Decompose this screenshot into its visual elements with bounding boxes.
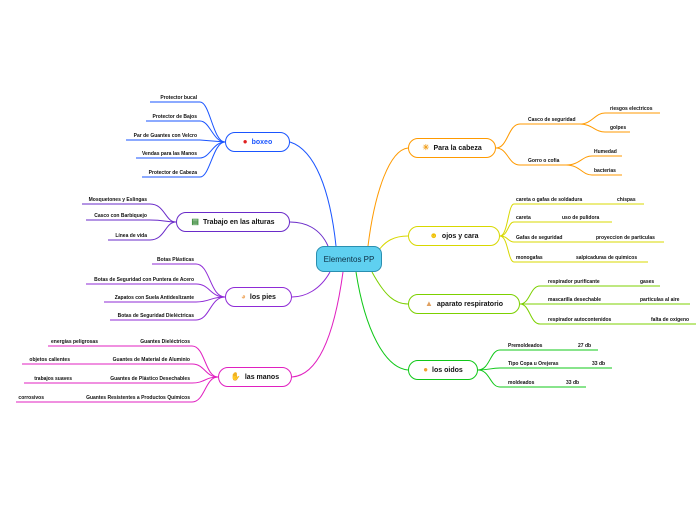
ojos-item[interactable]: careta o gafas de soldadura [516,197,583,203]
manos-item[interactable]: Guantes Resistentes a Productos Químicos [86,395,190,401]
aparato-item[interactable]: mascarilla desechable [548,297,602,303]
aparato-item-note[interactable]: gases [640,279,655,285]
manos-item[interactable]: Guantes de Plástico Desechables [110,376,190,382]
oidos-item-note[interactable]: 27 db [578,343,592,349]
manos-item-note[interactable]: energías peligrosas [51,339,98,345]
topic-boxeo-label: boxeo [251,138,273,146]
ojos-item-note[interactable]: proyeccion de particulas [596,235,655,241]
pies-item[interactable]: Zapatos con Suela Antideslizante [114,295,194,301]
aparato-item[interactable]: respirador purificante [548,279,600,285]
cabeza-sub[interactable]: bacterias [594,168,616,174]
topic-ojos[interactable]: ☻ ojos y cara [408,226,500,246]
boxeo-item[interactable]: Protector de Cabeza [148,170,197,176]
topic-pies[interactable]: ◕ los pies [225,287,292,307]
pies-item[interactable]: Botas Plásticas [157,257,194,263]
manos-item-note[interactable]: trabajos suaves [34,376,72,382]
aparato-item-note[interactable]: falta de oxigeno [651,317,690,323]
pies-item[interactable]: Botas de Seguridad con Puntera de Acero [94,277,194,283]
head-icon: ☀ [422,143,430,152]
boxeo-item[interactable]: Protector bucal [160,95,197,101]
aparato-item-note[interactable]: particulas al aire [640,297,680,303]
ojos-item[interactable]: careta [516,215,531,221]
cabeza-sub[interactable]: riesgos electricos [610,106,653,112]
ojos-item[interactable]: Gafas de seguridad [516,235,563,241]
topic-pies-label: los pies [249,293,276,301]
ojos-item-note[interactable]: salpicaduras de quimicos [576,255,638,261]
nose-icon: ▲ [424,299,433,308]
face-icon: ☻ [429,231,438,240]
ojos-item[interactable]: monogafas [516,255,543,261]
cabeza-item[interactable]: Casco de seguridad [528,117,576,123]
topic-oidos[interactable]: ● los oidos [408,360,478,380]
trabajo-item[interactable]: Casco con Barbiquejo [94,213,147,219]
topic-trabajo-label: Trabajo en las alturas [202,218,275,226]
ojos-item-note[interactable]: uso de pulidora [562,215,600,221]
boxeo-item[interactable]: Protector de Bajos [152,114,197,120]
topic-aparato-label: aparato respiratorio [436,300,504,308]
topic-manos[interactable]: ✋ las manos [218,367,292,387]
manos-item[interactable]: Guantes de Material de Aluminio [112,357,190,363]
trabajo-item[interactable]: Línea de vida [115,233,147,239]
topic-boxeo[interactable]: ● boxeo [225,132,290,152]
ear-icon: ● [423,365,429,374]
manos-item[interactable]: Guantes Dieléctricos [140,339,190,345]
topic-ojos-label: ojos y cara [441,232,479,240]
topic-manos-label: las manos [244,373,280,381]
cabeza-sub[interactable]: Humedad [594,149,617,155]
cabeza-sub[interactable]: golpes [610,125,627,131]
aparato-item[interactable]: respirador autocontenidos [548,317,612,323]
manos-item-note[interactable]: corrosivos [18,395,44,401]
topic-trabajo-alturas[interactable]: ▤ Trabajo en las alturas [176,212,290,232]
ojos-item-note[interactable]: chispas [617,197,636,203]
oidos-item[interactable]: Tipo Copa u Orejeras [508,361,559,367]
pies-item[interactable]: Botas de Seguridad Dieléctricas [117,313,194,319]
chart-icon: ▤ [191,217,199,226]
boxing-glove-icon: ● [242,137,248,146]
central-topic[interactable]: Elementos PP [316,246,382,272]
boxeo-item[interactable]: Vendas para las Manos [141,151,197,157]
topic-cabeza[interactable]: ☀ Para la cabeza [408,138,496,158]
oidos-item-note[interactable]: 33 db [566,380,580,386]
boxeo-item[interactable]: Par de Guantes con Velcro [133,133,197,139]
cabeza-item[interactable]: Gorro o cofia [528,158,560,164]
oidos-item[interactable]: Premoldeados [508,343,543,349]
topic-oidos-label: los oidos [432,366,463,374]
oidos-item[interactable]: moldeados [508,380,535,386]
topic-cabeza-label: Para la cabeza [433,144,482,152]
trabajo-item[interactable]: Mosquetones y Eslingas [88,197,147,203]
foot-icon: ◕ [241,292,246,301]
manos-item-note[interactable]: objetos calientes [29,357,70,363]
hand-icon: ✋ [230,372,241,381]
topic-aparato[interactable]: ▲ aparato respiratorio [408,294,520,314]
oidos-item-note[interactable]: 33 db [592,361,606,367]
